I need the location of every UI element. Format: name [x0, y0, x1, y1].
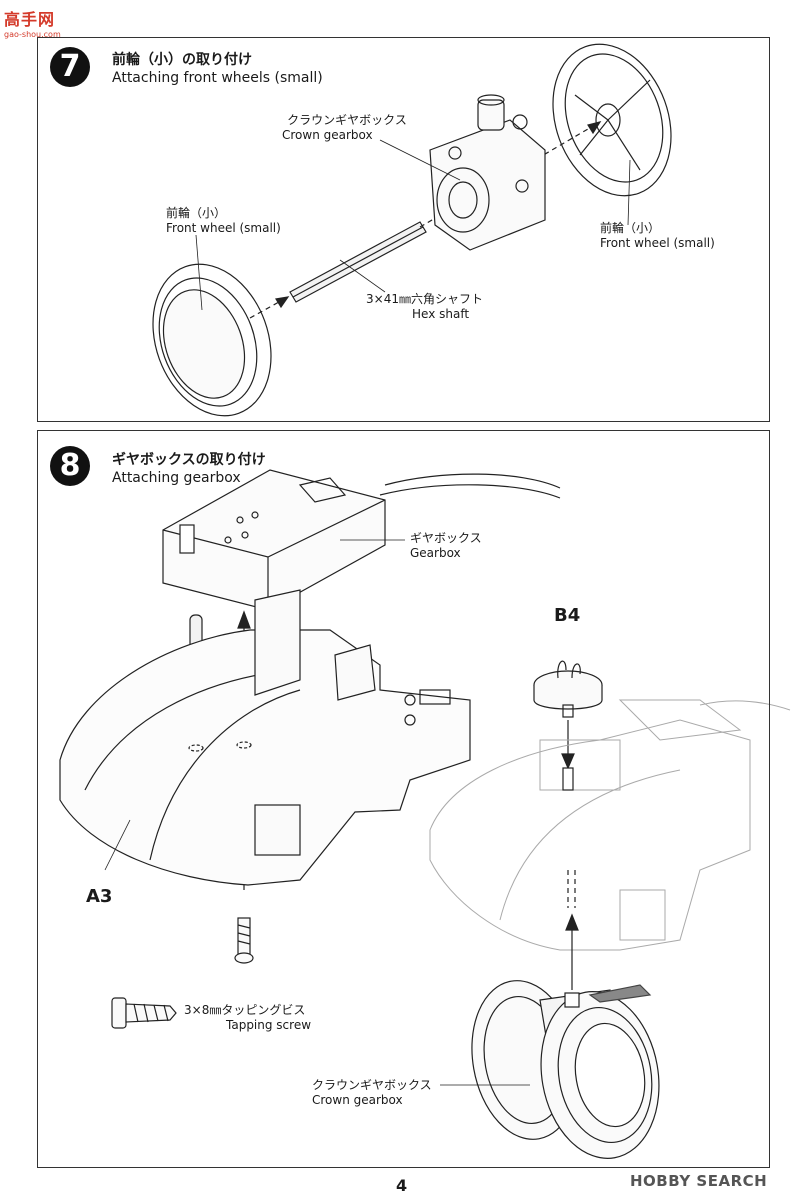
watermark-sub: gao-shou.com [4, 30, 61, 39]
tapping-screw-vertical [234, 917, 254, 964]
part-b4 [533, 660, 603, 718]
step7-crown-label-en: Crown gearbox [282, 128, 373, 142]
step7-right-wheel-jp: 前輪（小） [600, 221, 661, 235]
step8-screw-en: Tapping screw [226, 1018, 312, 1032]
watermark-hobby-search: HOBBY SEARCH [630, 1172, 768, 1190]
step7-crown-label-jp: クラウンギヤボックス [287, 113, 407, 127]
step8-panel [37, 430, 770, 1168]
left-front-wheel [152, 263, 272, 417]
hex-shaft [289, 221, 427, 303]
chassis-a3 [59, 589, 471, 886]
step8-part-a3-label: A3 [86, 886, 113, 907]
step8-gearbox-jp: ギヤボックス [410, 531, 482, 545]
step7-title-jp: 前輪（小）の取り付け [112, 52, 252, 68]
step8-crown-en: Crown gearbox [312, 1093, 403, 1107]
step8-crown-jp: クラウンギヤボックス [312, 1078, 432, 1092]
step7-right-wheel-en: Front wheel (small) [600, 236, 715, 250]
step8-title-jp: ギヤボックスの取り付け [112, 452, 266, 468]
step7-number: 7 [50, 47, 90, 87]
step8-number: 8 [50, 446, 90, 486]
tapping-screw-sample [111, 997, 177, 1029]
watermark-main: 高手网 [4, 10, 56, 29]
step8-gearbox-en: Gearbox [410, 546, 461, 560]
step7-shaft-en: Hex shaft [412, 307, 470, 321]
step7-left-wheel-jp: 前輪（小） [166, 206, 227, 220]
watermark-logo: 高手网 gao-shou.com [4, 6, 61, 39]
step8-screw-jp: 3×8㎜タッピングビス [184, 1003, 306, 1017]
step8-part-b4-label: B4 [554, 605, 581, 626]
step7-title-en: Attaching front wheels (small) [112, 70, 323, 86]
step7-panel [37, 37, 770, 422]
page-number: 4 [396, 1176, 408, 1195]
step7-shaft-jp: 3×41㎜六角シャフト [366, 292, 483, 306]
crown-gearbox-7 [429, 94, 546, 251]
step8-title-en: Attaching gearbox [112, 470, 241, 486]
ghost-chassis [429, 699, 791, 951]
crown-gearbox-8 [471, 980, 660, 1159]
right-front-wheel [552, 43, 672, 197]
step7-left-wheel-en: Front wheel (small) [166, 221, 281, 235]
gearbox-8 [162, 469, 561, 611]
